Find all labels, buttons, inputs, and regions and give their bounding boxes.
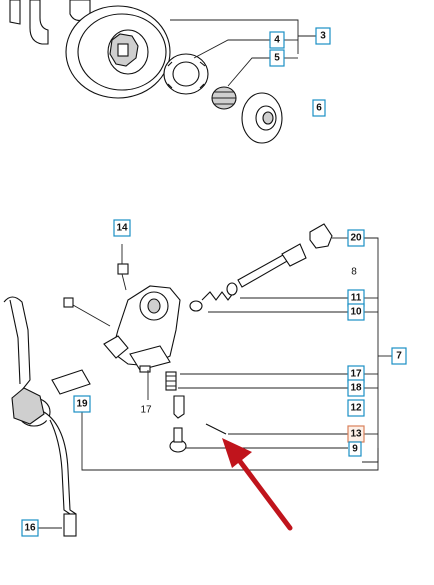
top-leader-lines [170,19,316,87]
svg-text:7: 7 [396,351,402,362]
callout-6[interactable]: 6 [312,99,326,117]
callout-7[interactable]: 7 [391,347,407,365]
svg-text:11: 11 [351,293,362,304]
svg-text:5: 5 [274,53,280,64]
callout-19[interactable]: 19 [73,395,91,413]
svg-text:17: 17 [350,369,362,380]
svg-text:9: 9 [352,444,358,455]
svg-text:12: 12 [350,403,362,414]
svg-text:13: 13 [350,429,362,440]
callout-5[interactable]: 5 [269,49,285,67]
label-17: 17 [140,405,152,416]
callout-16[interactable]: 16 [21,519,39,537]
label-8: 8 [351,267,357,278]
svg-text:14: 14 [116,223,128,234]
bottom-leader-lines [38,237,392,529]
callout-12[interactable]: 12 [347,399,365,417]
oil-pump-assembly-drawing [3,223,333,537]
svg-text:10: 10 [350,307,362,318]
clutch-assembly-drawing [9,0,283,144]
svg-text:20: 20 [350,233,362,244]
svg-text:19: 19 [76,399,88,410]
highlight-arrow [222,438,293,531]
callout-10[interactable]: 10 [347,303,365,321]
callout-4[interactable]: 4 [269,31,285,49]
callout-3[interactable]: 3 [315,27,331,45]
svg-text:18: 18 [350,383,362,394]
callout-18[interactable]: 18 [347,379,365,397]
svg-text:16: 16 [24,523,36,534]
svg-text:3: 3 [320,31,326,42]
svg-text:6: 6 [316,103,322,114]
callout-13[interactable]: 13 [347,425,365,443]
callout-14[interactable]: 14 [113,219,131,237]
svg-text:4: 4 [274,35,280,46]
callout-20[interactable]: 20 [347,229,365,247]
callout-9[interactable]: 9 [348,441,362,457]
